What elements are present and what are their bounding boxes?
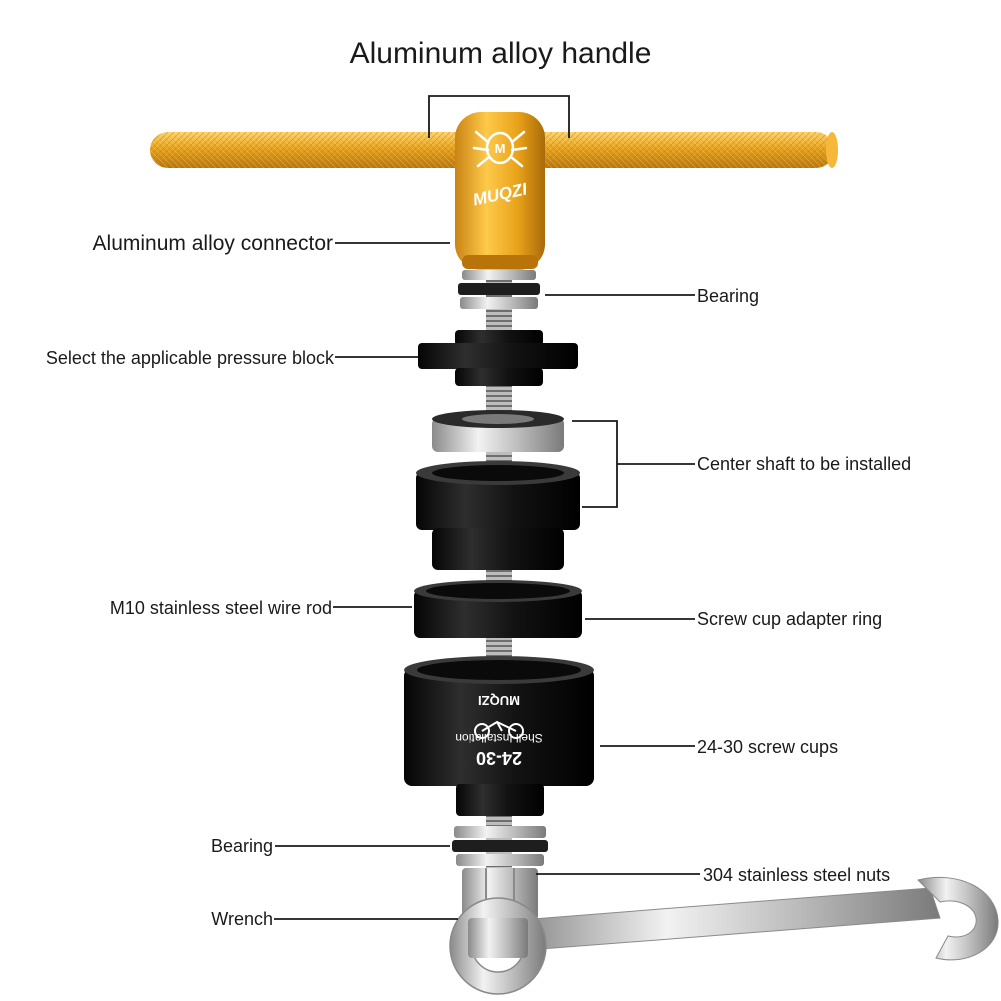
label-center-shaft: Center shaft to be installed (697, 454, 912, 474)
screw-cup: 24-30 Shell Installation MUQZI (404, 656, 594, 816)
label-bearing-bottom: Bearing (210, 836, 273, 856)
aluminum-connector: M MUQZI (455, 112, 545, 270)
spider-logo-icon: M (472, 130, 528, 168)
wrench-tool (449, 876, 999, 995)
label-connector: Aluminum alloy connector (92, 232, 333, 255)
svg-text:M: M (495, 141, 506, 156)
center-shaft-cup (416, 461, 580, 570)
handle-title: Aluminum alloy handle (349, 37, 652, 70)
label-wrench: Wrench (211, 909, 273, 929)
leader-lines (274, 95, 700, 920)
leader-handle (428, 95, 570, 138)
pressure-block (418, 330, 578, 386)
label-screw-cups: 24-30 screw cups (697, 737, 839, 757)
shaft-bearing (432, 410, 564, 452)
bearing-bottom (452, 826, 548, 866)
bearing-top (458, 270, 540, 309)
label-pressure-block: Select the applicable pressure block (45, 348, 334, 368)
cup-installation-text: Shell Installation (455, 731, 542, 745)
label-nuts: 304 stainless steel nuts (703, 865, 891, 885)
label-bearing-top: Bearing (697, 286, 760, 306)
cup-logo-text: MUQZI (478, 693, 520, 708)
adapter-ring (414, 580, 582, 638)
cup-model-text: 24-30 (476, 748, 522, 768)
label-adapter-ring: Screw cup adapter ring (697, 609, 883, 629)
bike-icon (474, 720, 524, 739)
label-wire-rod: M10 stainless steel wire rod (109, 598, 332, 618)
